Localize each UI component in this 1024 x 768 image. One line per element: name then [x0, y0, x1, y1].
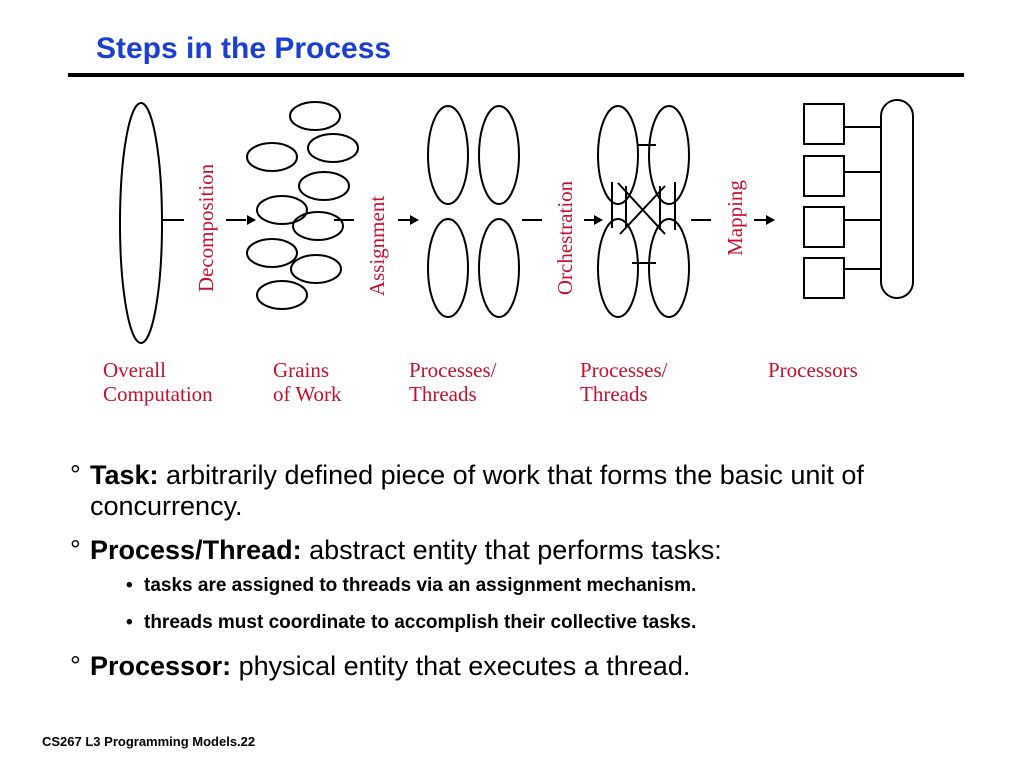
orch-thread-1: [597, 105, 639, 205]
processor-4: [803, 257, 845, 299]
bullet-text: physical entity that executes a thread.: [231, 651, 691, 681]
processor-3: [803, 206, 845, 248]
grain-6: [292, 211, 344, 241]
step-label-mapping: Mapping: [723, 180, 747, 256]
bullet-term: Processor:: [90, 651, 232, 681]
processor-2: [803, 155, 845, 197]
sub-bullet-assigned: • tasks are assigned to threads via an a…: [70, 574, 970, 598]
grain-5: [256, 195, 308, 225]
interconnect-bus: [880, 99, 914, 299]
bullet-marker: °: [70, 535, 81, 565]
step-label-decomposition: Decomposition: [194, 163, 218, 292]
sync-cross-2: [619, 185, 666, 235]
bullet-term: Process/Thread:: [90, 535, 302, 565]
bullet-process-thread: ° Process/Thread: abstract entity that p…: [70, 535, 970, 566]
processor-1: [803, 103, 845, 145]
bullet-term: Task:: [90, 460, 159, 490]
grain-8: [290, 254, 342, 284]
grain-9: [256, 280, 308, 310]
bullet-list: ° Task: arbitrarily defined piece of wor…: [70, 460, 970, 682]
stage-label-processes-1: Processes/ Threads: [409, 358, 497, 406]
orch-thread-3: [597, 218, 639, 318]
bullet-text: arbitrarily defined piece of work that f…: [90, 460, 864, 521]
step-label-orchestration: Orchestration: [553, 180, 577, 295]
stage-label-overall: Overall Computation: [103, 358, 213, 406]
thread-4: [478, 218, 520, 318]
sub-bullet-marker: •: [126, 575, 133, 596]
process-diagram: Decomposition Assignment Orchestration M…: [119, 99, 914, 344]
sub-bullet-text: threads must coordinate to accomplish th…: [144, 612, 697, 633]
sub-bullet-text: tasks are assigned to threads via an ass…: [144, 575, 697, 596]
arrow-4-head: [766, 215, 775, 225]
orch-thread-4: [648, 218, 690, 318]
grain-2: [246, 142, 298, 172]
stage-label-processors: Processors: [768, 358, 858, 382]
bullet-text: abstract entity that performs tasks:: [301, 535, 722, 565]
slide-footer: CS267 L3 Programming Models.22: [42, 734, 256, 749]
sub-bullet-marker: •: [126, 612, 133, 633]
bullet-processor: ° Processor: physical entity that execut…: [70, 651, 970, 682]
title-underline: [68, 73, 964, 77]
slide-title: Steps in the Process: [96, 32, 392, 65]
grain-1: [289, 101, 341, 131]
arrow-1-head: [247, 215, 256, 225]
bullet-marker: °: [70, 460, 81, 490]
grain-3: [307, 133, 359, 163]
overall-computation-shape: [119, 102, 163, 344]
orch-thread-2: [648, 105, 690, 205]
arrow-2-head: [410, 215, 419, 225]
bullet-marker: °: [70, 651, 81, 681]
stage-label-processes-2: Processes/ Threads: [580, 358, 668, 406]
grain-7: [246, 238, 298, 268]
step-label-assignment: Assignment: [365, 196, 389, 297]
thread-2: [478, 105, 520, 205]
thread-3: [427, 218, 469, 318]
thread-1: [427, 105, 469, 205]
bullet-task: ° Task: arbitrarily defined piece of wor…: [70, 460, 970, 522]
sub-bullet-coordinate: • threads must coordinate to accomplish …: [70, 611, 970, 635]
grain-4: [298, 171, 350, 201]
stage-label-grains: Grains of Work: [273, 358, 342, 406]
arrow-3-head: [594, 215, 603, 225]
